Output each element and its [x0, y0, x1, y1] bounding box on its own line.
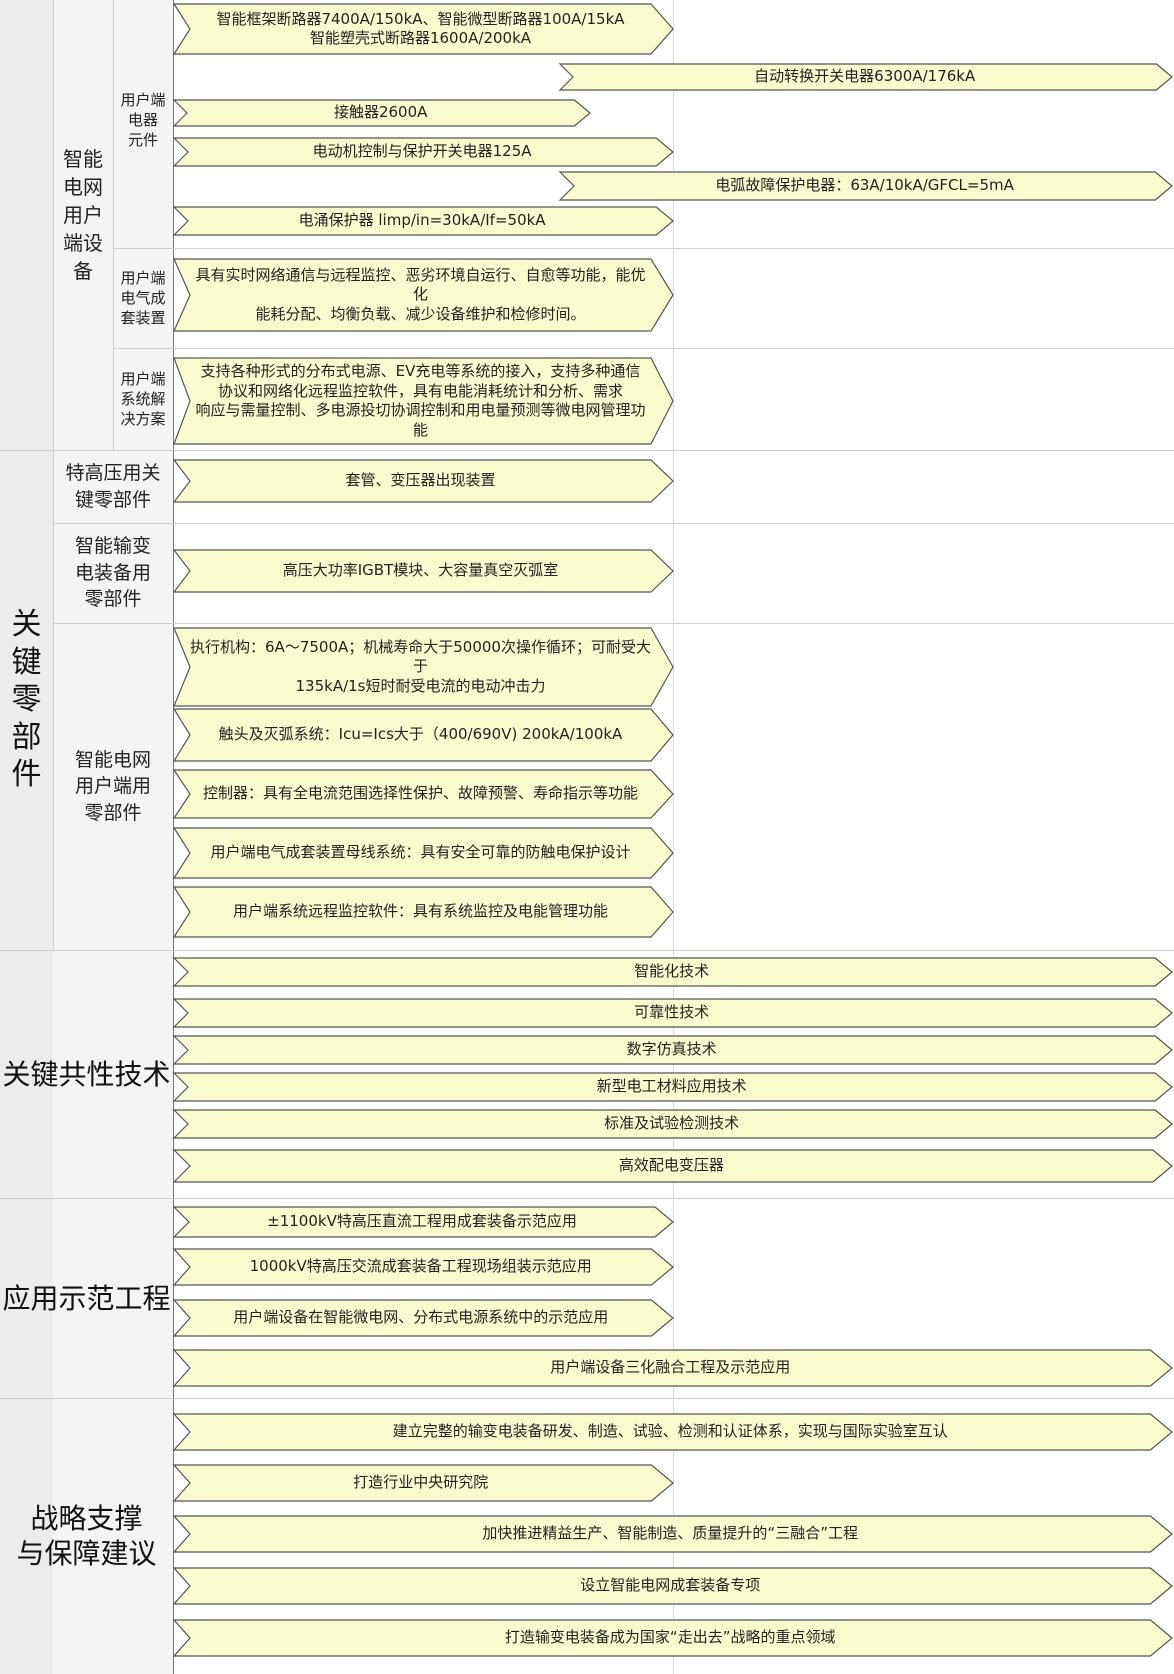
subgroup-label: 特高压用关 键零部件 [65, 461, 161, 511]
subsub-label: 用户端 电器 元件 [120, 90, 166, 150]
roadmap-arrow [172, 1515, 1173, 1553]
section-label: 战略支撑 与保障建议 [16, 1502, 157, 1570]
roadmap-arrow [172, 137, 674, 167]
row-divider [0, 950, 1174, 951]
roadmap-arrow [172, 708, 674, 762]
section-label: 关 键 零 部 件 [11, 607, 42, 793]
section-column [0, 0, 53, 1674]
roadmap-arrow [172, 1567, 1173, 1605]
row-divider [113, 248, 1174, 249]
roadmap-arrow [172, 886, 674, 938]
roadmap-arrow [172, 1619, 1173, 1657]
roadmap-arrow [172, 3, 674, 55]
row-divider [113, 348, 1174, 349]
section-label: 应用示范工程 [2, 1281, 171, 1315]
row-divider [0, 1398, 1174, 1399]
roadmap-arrow [173, 627, 674, 707]
section-label: 关键共性技术 [2, 1057, 171, 1091]
roadmap-arrow [172, 998, 1173, 1028]
roadmap-arrow [172, 1464, 674, 1502]
row-divider [0, 1198, 1174, 1199]
subgroup-label: 智能电网 用户端用 零部件 [74, 748, 151, 824]
roadmap-arrow [172, 549, 674, 593]
roadmap-arrow [172, 827, 674, 879]
roadmap-arrow [172, 1109, 1173, 1139]
roadmap-arrow [172, 1299, 674, 1337]
roadmap-arrow [172, 99, 591, 127]
subgroup-label: 智能 电网 用户 端设 备 [63, 147, 103, 283]
row-divider [0, 450, 1174, 451]
roadmap-arrow [172, 957, 1173, 987]
roadmap-arrow [172, 1035, 1173, 1065]
roadmap-arrow [558, 63, 1173, 91]
column-divider [113, 0, 114, 450]
roadmap-arrow [172, 1248, 674, 1286]
midline [673, 0, 674, 1674]
subgroup-label: 智能输变 电装备用 零部件 [74, 535, 151, 611]
roadmap-arrow [558, 171, 1173, 201]
roadmap-arrow [172, 1206, 674, 1238]
roadmap-arrow [172, 1349, 1173, 1387]
roadmap-arrow [172, 206, 674, 236]
roadmap-arrow [173, 357, 674, 445]
column-divider [53, 0, 54, 450]
roadmap-arrow [172, 1149, 1173, 1183]
roadmap-arrow [172, 1413, 1173, 1451]
roadmap-arrow [172, 459, 674, 503]
column-divider [53, 450, 54, 950]
roadmap-arrow [172, 1072, 1173, 1102]
roadmap-arrow [172, 769, 674, 819]
column-divider [173, 0, 174, 1674]
subsub-label: 用户端 电气成 套装置 [120, 268, 166, 328]
row-divider [53, 623, 1174, 624]
row-divider [53, 523, 1174, 524]
subsub-label: 用户端 系统解 决方案 [120, 369, 166, 429]
roadmap-arrow [173, 258, 674, 332]
